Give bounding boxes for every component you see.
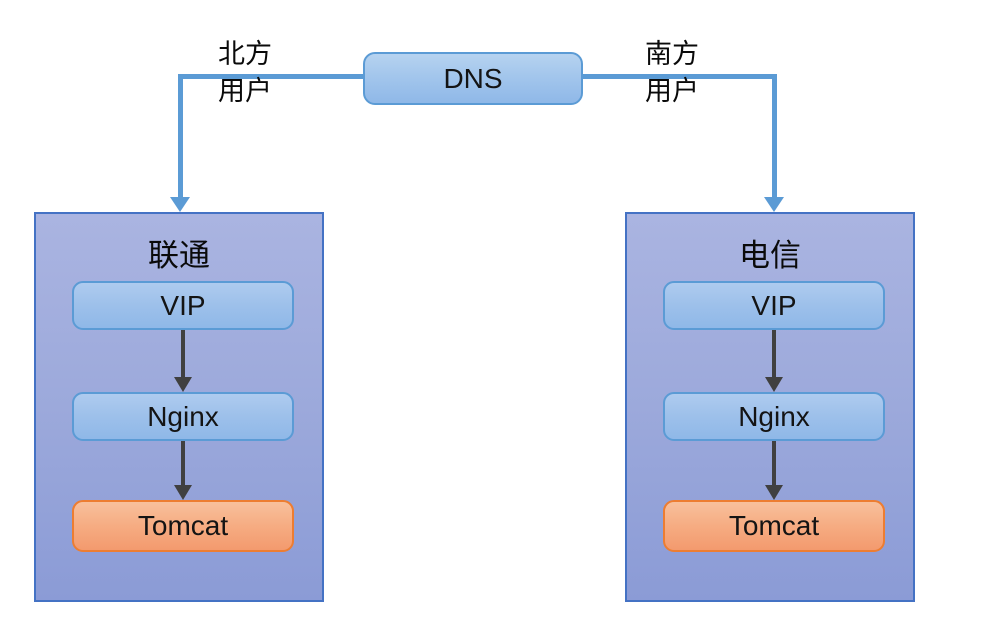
arrow-telecom-nginx-to-tomcat	[772, 441, 776, 485]
arrowhead-to-telecom	[764, 197, 784, 212]
south-users-label: 南方 用户	[645, 39, 699, 106]
connector-dns-to-unicom-vertical	[178, 74, 183, 198]
arrow-telecom-vip-to-nginx	[772, 330, 776, 377]
group-unicom: 联通 VIP Nginx Tomcat	[34, 212, 324, 602]
node-unicom-tomcat-label: Tomcat	[137, 510, 229, 541]
node-telecom-nginx-label: Nginx	[738, 400, 810, 432]
arrowhead-unicom-vip-to-nginx	[174, 377, 192, 392]
group-telecom: 电信 VIP Nginx Tomcat	[625, 212, 915, 602]
arrowhead-to-unicom	[170, 197, 190, 212]
group-telecom-title: 电信	[739, 238, 801, 274]
node-unicom-nginx: Nginx	[72, 392, 294, 441]
node-unicom-vip: VIP	[72, 281, 294, 330]
node-unicom-nginx-label: Nginx	[147, 400, 219, 432]
connector-dns-to-telecom-horizontal	[583, 74, 777, 79]
node-telecom-tomcat-label: Tomcat	[728, 510, 820, 541]
dns-node: DNS	[363, 52, 583, 105]
arrow-unicom-nginx-to-tomcat	[181, 441, 185, 485]
node-unicom-tomcat: Tomcat	[72, 500, 294, 552]
node-telecom-vip: VIP	[663, 281, 885, 330]
node-unicom-vip-label: VIP	[160, 289, 206, 321]
group-unicom-title: 联通	[148, 238, 210, 274]
node-telecom-nginx: Nginx	[663, 392, 885, 441]
connector-dns-to-telecom-vertical	[772, 74, 777, 198]
node-telecom-vip-label: VIP	[751, 289, 797, 321]
arrowhead-unicom-nginx-to-tomcat	[174, 485, 192, 500]
arrowhead-telecom-nginx-to-tomcat	[765, 485, 783, 500]
connector-dns-to-unicom-horizontal	[178, 74, 365, 79]
arrowhead-telecom-vip-to-nginx	[765, 377, 783, 392]
dns-node-label: DNS	[443, 62, 503, 94]
arrow-unicom-vip-to-nginx	[181, 330, 185, 377]
node-telecom-tomcat: Tomcat	[663, 500, 885, 552]
north-users-label: 北方 用户	[218, 39, 272, 106]
